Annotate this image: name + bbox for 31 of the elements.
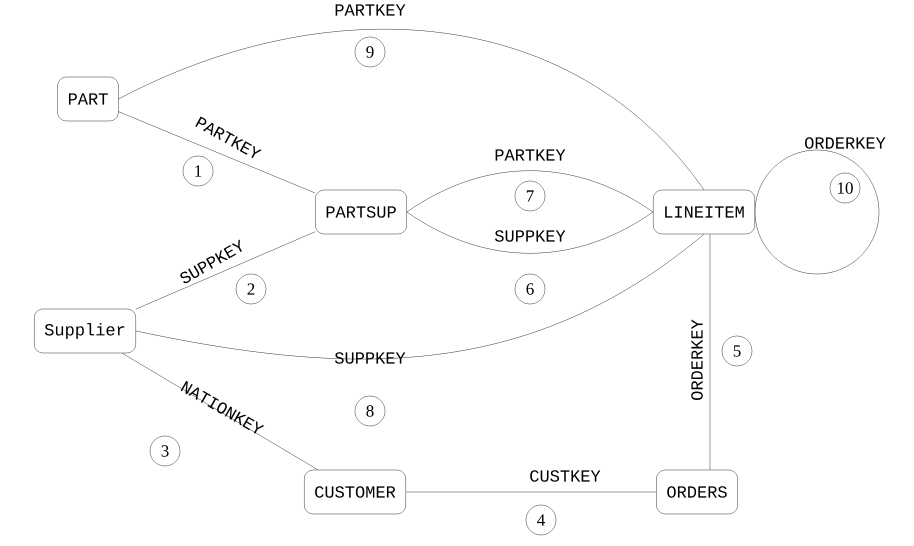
callout-number: 3 xyxy=(150,436,180,466)
callout-number: 4 xyxy=(526,504,556,536)
edge-label: ORDERKEY xyxy=(691,320,703,400)
callout-number: 2 xyxy=(236,274,266,304)
callout-number: 9 xyxy=(354,36,386,68)
edge-label: SUPPKEY xyxy=(334,352,406,364)
callout-number: 5 xyxy=(722,336,752,366)
edge-label: PARTKEY xyxy=(496,149,566,161)
connector-line xyxy=(118,28,704,190)
connector-line xyxy=(118,111,316,194)
connector-line xyxy=(754,150,880,274)
callout-number: 7 xyxy=(514,180,546,212)
connector-line xyxy=(136,234,704,360)
edge-label: ORDERKEY xyxy=(805,137,886,149)
callout-number: 10 xyxy=(830,172,860,204)
table-box: ORDERS xyxy=(656,470,738,514)
callout-number: 6 xyxy=(514,274,546,304)
table-box: LINEITEM xyxy=(653,190,755,234)
edge-label: CUSTKEY xyxy=(530,470,600,482)
table-box: PART xyxy=(57,76,119,122)
table-box: Supplier xyxy=(34,308,136,354)
edge-label: SUPPKEY xyxy=(494,230,566,242)
connector-line xyxy=(136,232,316,310)
connector-line xyxy=(406,170,654,212)
callout-number: 1 xyxy=(182,156,214,186)
edge-label: PARTKEY xyxy=(336,4,406,16)
table-box: PARTSUP xyxy=(315,190,407,234)
connector-line xyxy=(122,353,318,470)
table-box: CUSTOMER xyxy=(304,470,406,514)
callout-number: 8 xyxy=(354,396,386,426)
connector-line xyxy=(406,212,654,254)
